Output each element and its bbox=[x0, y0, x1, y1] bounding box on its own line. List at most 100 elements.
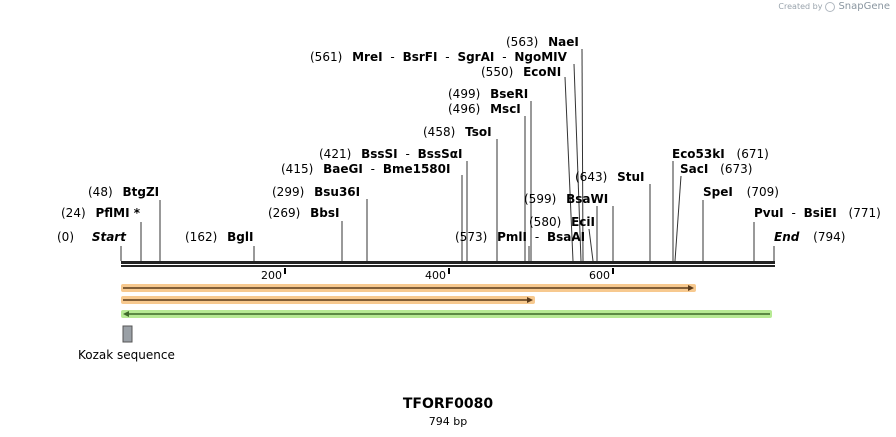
enzyme-name: Bsu36I bbox=[314, 185, 360, 199]
enzyme-pos: (771) bbox=[849, 206, 881, 220]
enzyme-name: MscI bbox=[490, 102, 521, 116]
enzyme-label-bsawi: (599) BsaWI bbox=[524, 192, 608, 206]
snapgene-watermark: Created by SnapGene bbox=[778, 1, 890, 12]
enzyme-pos: (496) bbox=[448, 102, 480, 116]
enzyme-labels: (0) Start (24) PflMI * (48) BtgZI (162) … bbox=[57, 35, 881, 244]
enzyme-name: BssSI bbox=[361, 147, 398, 161]
enzyme-label-tsoi: (458) TsoI bbox=[423, 125, 492, 139]
enzyme-pos: (643) bbox=[575, 170, 607, 184]
enzyme-label-start: (0) Start bbox=[57, 230, 127, 244]
enzyme-pos: (48) bbox=[88, 185, 113, 199]
enzyme-pos: (709) bbox=[747, 185, 779, 199]
enzyme-pos: (671) bbox=[737, 147, 769, 161]
enzyme-name: PflMI * bbox=[95, 206, 140, 220]
enzyme-name: SpeI bbox=[703, 185, 733, 199]
cut-line-saci bbox=[674, 175, 682, 262]
enzyme-name: Start bbox=[92, 230, 127, 244]
enzyme-pos: (499) bbox=[448, 87, 480, 101]
watermark-prefix: Created by bbox=[778, 2, 823, 11]
cut-site-lines bbox=[120, 48, 775, 262]
sequence-title: TFORF0080 bbox=[402, 396, 494, 412]
enzyme-pos: (415) bbox=[281, 162, 313, 176]
ruler-label: 600 bbox=[589, 269, 610, 282]
enzyme-pos: (550) bbox=[481, 65, 513, 79]
enzyme-label-bsu36i: (299) Bsu36I bbox=[272, 185, 360, 199]
enzyme-label-ecii: (580) EciI bbox=[529, 215, 595, 229]
enzyme-name: MreI bbox=[352, 50, 382, 64]
cut-line-ecii bbox=[588, 228, 594, 262]
enzyme-pos: (794) bbox=[813, 230, 845, 244]
cut-line-econi bbox=[564, 76, 574, 262]
enzyme-name: Eco53kI bbox=[672, 147, 725, 161]
enzyme-label-eco53ki: Eco53kI (671) bbox=[672, 147, 769, 161]
enzyme-pos: (24) bbox=[61, 206, 86, 220]
kozak-feature bbox=[122, 325, 133, 343]
enzyme-name: BaeGI bbox=[323, 162, 363, 176]
backbone-top bbox=[121, 261, 775, 264]
enzyme-pos: (573) bbox=[455, 230, 487, 244]
enzyme-label-naei: (563) NaeI bbox=[506, 35, 579, 49]
enzyme-label-econi: (550) EcoNI bbox=[481, 65, 561, 79]
enzyme-pos: (673) bbox=[720, 162, 752, 176]
snapgene-logo-icon bbox=[825, 1, 836, 12]
features bbox=[121, 284, 772, 343]
enzyme-pos: (299) bbox=[272, 185, 304, 199]
enzyme-name: TsoI bbox=[465, 125, 491, 139]
orf-reverse-arrowhead bbox=[123, 311, 129, 317]
enzyme-pos: (0) bbox=[57, 230, 74, 244]
enzyme-pos: (580) bbox=[529, 215, 561, 229]
orf-forward-long-arrowhead bbox=[688, 285, 694, 291]
enzyme-label-msci: (496) MscI bbox=[448, 102, 521, 116]
enzyme-label-end: End (794) bbox=[774, 230, 845, 244]
ruler: 200 400 600 bbox=[261, 268, 614, 282]
enzyme-label-btgzi: (48) BtgZI bbox=[88, 185, 159, 199]
enzyme-label-pmli: (573) PmlI - BsaAI bbox=[455, 230, 585, 244]
orf-forward-short-arrowhead bbox=[527, 297, 533, 303]
enzyme-pos: (599) bbox=[524, 192, 556, 206]
kozak-label: Kozak sequence bbox=[78, 348, 175, 362]
enzyme-name: PvuI bbox=[754, 206, 784, 220]
enzyme-pos: (561) bbox=[310, 50, 342, 64]
enzyme-label-bsssi: (421) BssSI - BssSαI bbox=[319, 147, 462, 161]
enzyme-label-mrei: (561) MreI - BsrFI - SgrAI - NgoMIV bbox=[310, 50, 568, 64]
enzyme-name: EciI bbox=[571, 215, 595, 229]
enzyme-label-bseri: (499) BseRI bbox=[448, 87, 528, 101]
enzyme-name-2: Bme1580I bbox=[383, 162, 451, 176]
enzyme-label-spei: SpeI (709) bbox=[703, 185, 779, 199]
enzyme-label-baegi: (415) BaeGI - Bme1580I bbox=[281, 162, 450, 176]
enzyme-pos: (421) bbox=[319, 147, 351, 161]
enzyme-name: BseRI bbox=[490, 87, 528, 101]
enzyme-name: StuI bbox=[617, 170, 644, 184]
enzyme-label-stui: (643) StuI bbox=[575, 170, 645, 184]
enzyme-label-bgli: (162) BglI bbox=[185, 230, 253, 244]
enzyme-name: BsaWI bbox=[566, 192, 608, 206]
enzyme-label-saci: SacI (673) bbox=[680, 162, 752, 176]
enzyme-label-pflmi: (24) PflMI * bbox=[61, 206, 141, 220]
backbone-bottom bbox=[121, 265, 775, 267]
cut-line-naei bbox=[581, 48, 584, 262]
enzyme-label-pvui: PvuI - BsiEI (771) bbox=[754, 206, 881, 220]
enzyme-name-2: BsiEI bbox=[804, 206, 837, 220]
ruler-label: 200 bbox=[261, 269, 282, 282]
enzyme-pos: (458) bbox=[423, 125, 455, 139]
enzyme-name: BtgZI bbox=[122, 185, 159, 199]
enzyme-name: PmlI bbox=[497, 230, 527, 244]
enzyme-pos: (269) bbox=[268, 206, 300, 220]
sequence-length: 794 bp bbox=[428, 415, 468, 428]
enzyme-pos: (563) bbox=[506, 35, 538, 49]
enzyme-name-2: BsaAI bbox=[547, 230, 585, 244]
enzyme-pos: (162) bbox=[185, 230, 217, 244]
ruler-label: 400 bbox=[425, 269, 446, 282]
enzyme-name: EcoNI bbox=[523, 65, 561, 79]
enzyme-name: BglI bbox=[227, 230, 253, 244]
cut-line-sgrai bbox=[573, 63, 582, 262]
enzyme-name: SacI bbox=[680, 162, 708, 176]
enzyme-name-2: BsrFI bbox=[403, 50, 438, 64]
enzyme-name: End bbox=[774, 230, 800, 244]
enzyme-name-3: SgrAI bbox=[457, 50, 494, 64]
enzyme-name: BbsI bbox=[310, 206, 339, 220]
enzyme-name-4: NgoMIV bbox=[514, 50, 567, 64]
watermark-brand: SnapGene bbox=[838, 1, 890, 12]
enzyme-name-2: BssSαI bbox=[418, 147, 463, 161]
enzyme-label-bbsi: (269) BbsI bbox=[268, 206, 339, 220]
